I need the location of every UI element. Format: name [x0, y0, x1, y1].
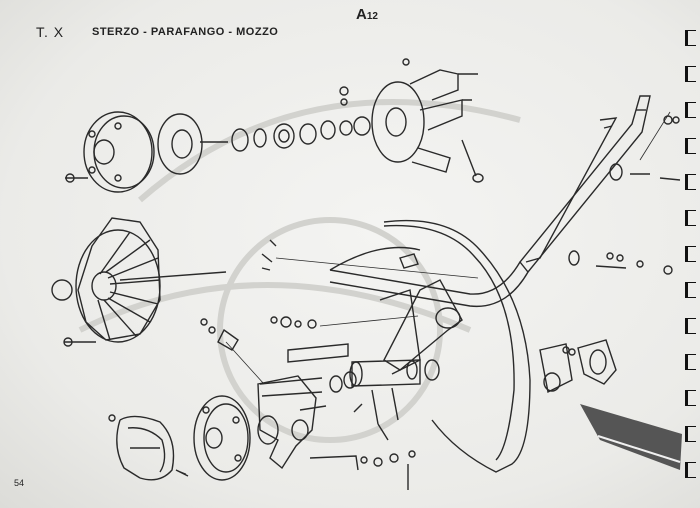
binding-ring: [685, 462, 696, 478]
sheet-number: A12: [356, 6, 378, 23]
binding-ring: [685, 102, 696, 118]
sheet-letter: A: [356, 6, 367, 23]
binding-ring: [685, 66, 696, 82]
brake-plate-small: [193, 395, 251, 481]
brake-shoes: [108, 414, 189, 481]
binding-ring: [685, 174, 696, 190]
front-hub-casting: [339, 58, 484, 183]
rear-brake-drum: [65, 111, 155, 193]
binding-ring: [685, 246, 696, 262]
binding-ring: [685, 210, 696, 226]
binding-ring: [685, 318, 696, 334]
suspension-arm: [349, 279, 463, 387]
sheet-digits: 12: [366, 11, 378, 22]
page-title: STERZO - PARAFANGO - MOZZO: [92, 26, 279, 38]
bearing-row: [231, 116, 371, 152]
leader-lines: [175, 111, 671, 475]
hub-flange: [157, 113, 228, 175]
background-shadow: [78, 99, 521, 443]
spiral-binding: [684, 30, 696, 500]
small-hardware: [261, 239, 416, 490]
page-number: 54: [14, 478, 25, 488]
shock-absorber: [539, 339, 617, 394]
steering-column: [329, 95, 681, 308]
binding-ring: [685, 138, 696, 154]
binding-ring: [685, 30, 696, 46]
binding-ring: [685, 282, 696, 298]
frame-edge-stripe: [580, 404, 682, 470]
binding-ring: [685, 354, 696, 370]
binding-ring: [685, 426, 696, 442]
section-code: T. X: [36, 24, 65, 40]
binding-ring: [685, 390, 696, 406]
brake-backing-plate: [51, 217, 227, 347]
swing-bracket: [200, 318, 359, 471]
